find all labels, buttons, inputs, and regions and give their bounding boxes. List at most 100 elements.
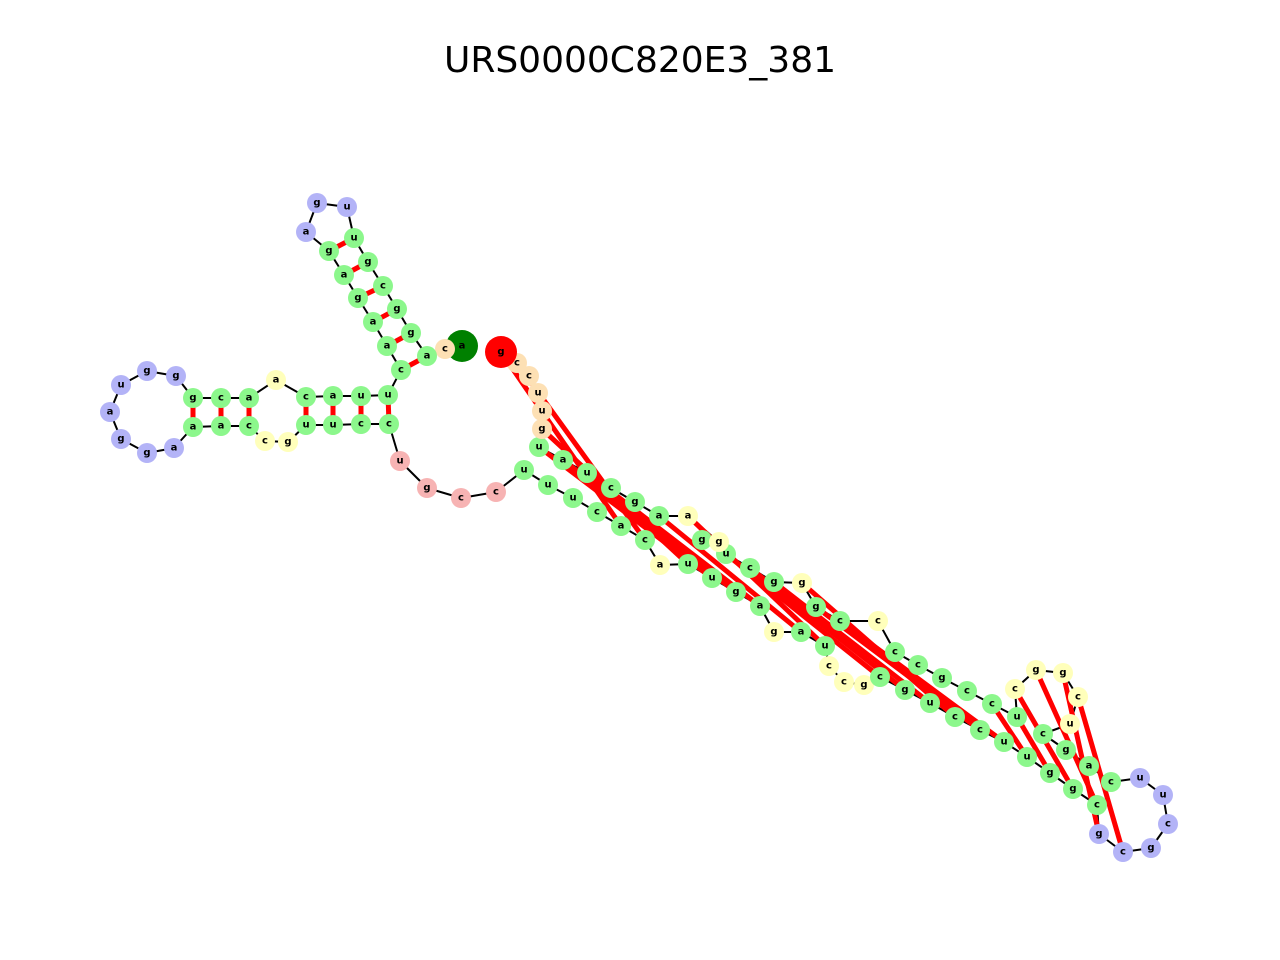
nucleotide: g: [183, 388, 203, 408]
nucleotide-circle: [1130, 768, 1150, 788]
nucleotide-label: c: [303, 392, 309, 403]
nucleotide-label: c: [877, 672, 883, 683]
nucleotide-circle: [611, 516, 631, 536]
nucleotide-circle: [373, 276, 393, 296]
nucleotide-label: a: [107, 407, 114, 418]
nucleotide-label: a: [273, 375, 280, 386]
nucleotide-circle: [519, 366, 539, 386]
nucleotide-circle: [1141, 838, 1161, 858]
nucleotide-label: a: [171, 443, 178, 454]
nucleotide: g: [625, 492, 645, 512]
nucleotide-circle: [239, 388, 259, 408]
nucleotide-circle: [111, 375, 131, 395]
nucleotide-circle: [532, 401, 552, 421]
base-pair-bond: [1075, 696, 1126, 853]
nucleotide-circle: [870, 667, 890, 687]
nucleotide-label: g: [423, 483, 430, 494]
nucleotide: a: [183, 417, 203, 437]
nucleotide-circle: [390, 451, 410, 471]
nucleotide-circle: [692, 530, 712, 550]
nucleotide-label: u: [343, 202, 350, 213]
nucleotide-circle: [278, 432, 298, 452]
nucleotide-circle: [401, 323, 421, 343]
nucleotide-label: u: [569, 493, 576, 504]
nucleotide-circle: [834, 672, 854, 692]
nucleotide-circle: [137, 361, 157, 381]
nucleotide: g: [1056, 740, 1076, 760]
nucleotide-label: g: [313, 198, 320, 209]
nucleotide: u: [815, 636, 835, 656]
nucleotide-circle: [323, 386, 343, 406]
base-pair-lines: [190, 235, 1126, 853]
nucleotide-label: g: [143, 448, 150, 459]
nucleotide-circle: [485, 336, 517, 368]
nucleotide: c: [982, 694, 1002, 714]
nucleotide-label: u: [544, 480, 551, 491]
nucleotide-label: c: [386, 419, 392, 430]
nucleotide-circle: [994, 732, 1014, 752]
nucleotide: g: [1053, 663, 1073, 683]
nucleotide-label: a: [218, 421, 225, 432]
nucleotide-circle: [625, 492, 645, 512]
nucleotide-circle: [387, 299, 407, 319]
nucleotide-label: c: [747, 563, 753, 574]
nucleotide: g: [417, 478, 437, 498]
nucleotide-circle: [1056, 740, 1076, 760]
nucleotide-label: g: [364, 257, 371, 268]
nucleotide: a: [363, 312, 383, 332]
nucleotide-label: a: [246, 393, 253, 404]
nucleotide-circle: [702, 568, 722, 588]
nucleotide-circle: [982, 694, 1002, 714]
nucleotide: a: [334, 265, 354, 285]
nucleotide-label: c: [964, 686, 970, 697]
nucleotide-label: c: [1108, 777, 1114, 788]
nucleotide: g: [806, 597, 826, 617]
nucleotide: g: [1089, 824, 1109, 844]
nucleotide-circle: [868, 611, 888, 631]
nucleotide-label: g: [143, 366, 150, 377]
nucleotide-circle: [830, 611, 850, 631]
nucleotide: c: [1158, 814, 1178, 834]
nucleotide: g: [1063, 779, 1083, 799]
nucleotide-circle: [183, 417, 203, 437]
nucleotide-circle: [255, 431, 275, 451]
nucleotide-circle: [932, 668, 952, 688]
nucleotide-circle: [740, 558, 760, 578]
nucleotide-label: c: [875, 616, 881, 627]
nucleotide: c: [486, 482, 506, 502]
nucleotide-label: u: [722, 549, 729, 560]
nucleotide: a: [266, 370, 286, 390]
nucleotide-label: c: [1075, 692, 1081, 703]
nucleotide-label: u: [357, 391, 364, 402]
nucleotide-label: c: [458, 493, 464, 504]
nucleotide-circle: [351, 386, 371, 406]
nucleotide: g: [932, 668, 952, 688]
nucleotide-label: g: [698, 535, 705, 546]
nucleotide: u: [390, 451, 410, 471]
nucleotide-circle: [726, 582, 746, 602]
nucleotide: a: [377, 336, 397, 356]
nucleotide: c: [970, 720, 990, 740]
nucleotide: g: [764, 572, 784, 592]
nucleotide-label: a: [798, 627, 805, 638]
nucleotide: u: [1130, 768, 1150, 788]
nucleotide: c: [740, 558, 760, 578]
nucleotide-label: c: [1094, 800, 1100, 811]
nucleotide-label: c: [594, 507, 600, 518]
nucleotide: a: [1079, 756, 1099, 776]
nucleotide-label: u: [583, 468, 590, 479]
nucleotide-circle: [678, 506, 698, 526]
nucleotide: a: [446, 330, 478, 362]
nucleotide: c: [373, 276, 393, 296]
nucleotide-circle: [563, 488, 583, 508]
nucleotide-circle: [791, 622, 811, 642]
nucleotide-circle: [379, 414, 399, 434]
nucleotide: c: [957, 681, 977, 701]
nucleotide-circle: [1033, 724, 1053, 744]
nucleotide-label: c: [442, 344, 448, 355]
nucleotide-circle: [945, 707, 965, 727]
nucleotide-label: u: [117, 380, 124, 391]
nucleotide-circle: [486, 482, 506, 502]
nucleotide-circle: [319, 241, 339, 261]
